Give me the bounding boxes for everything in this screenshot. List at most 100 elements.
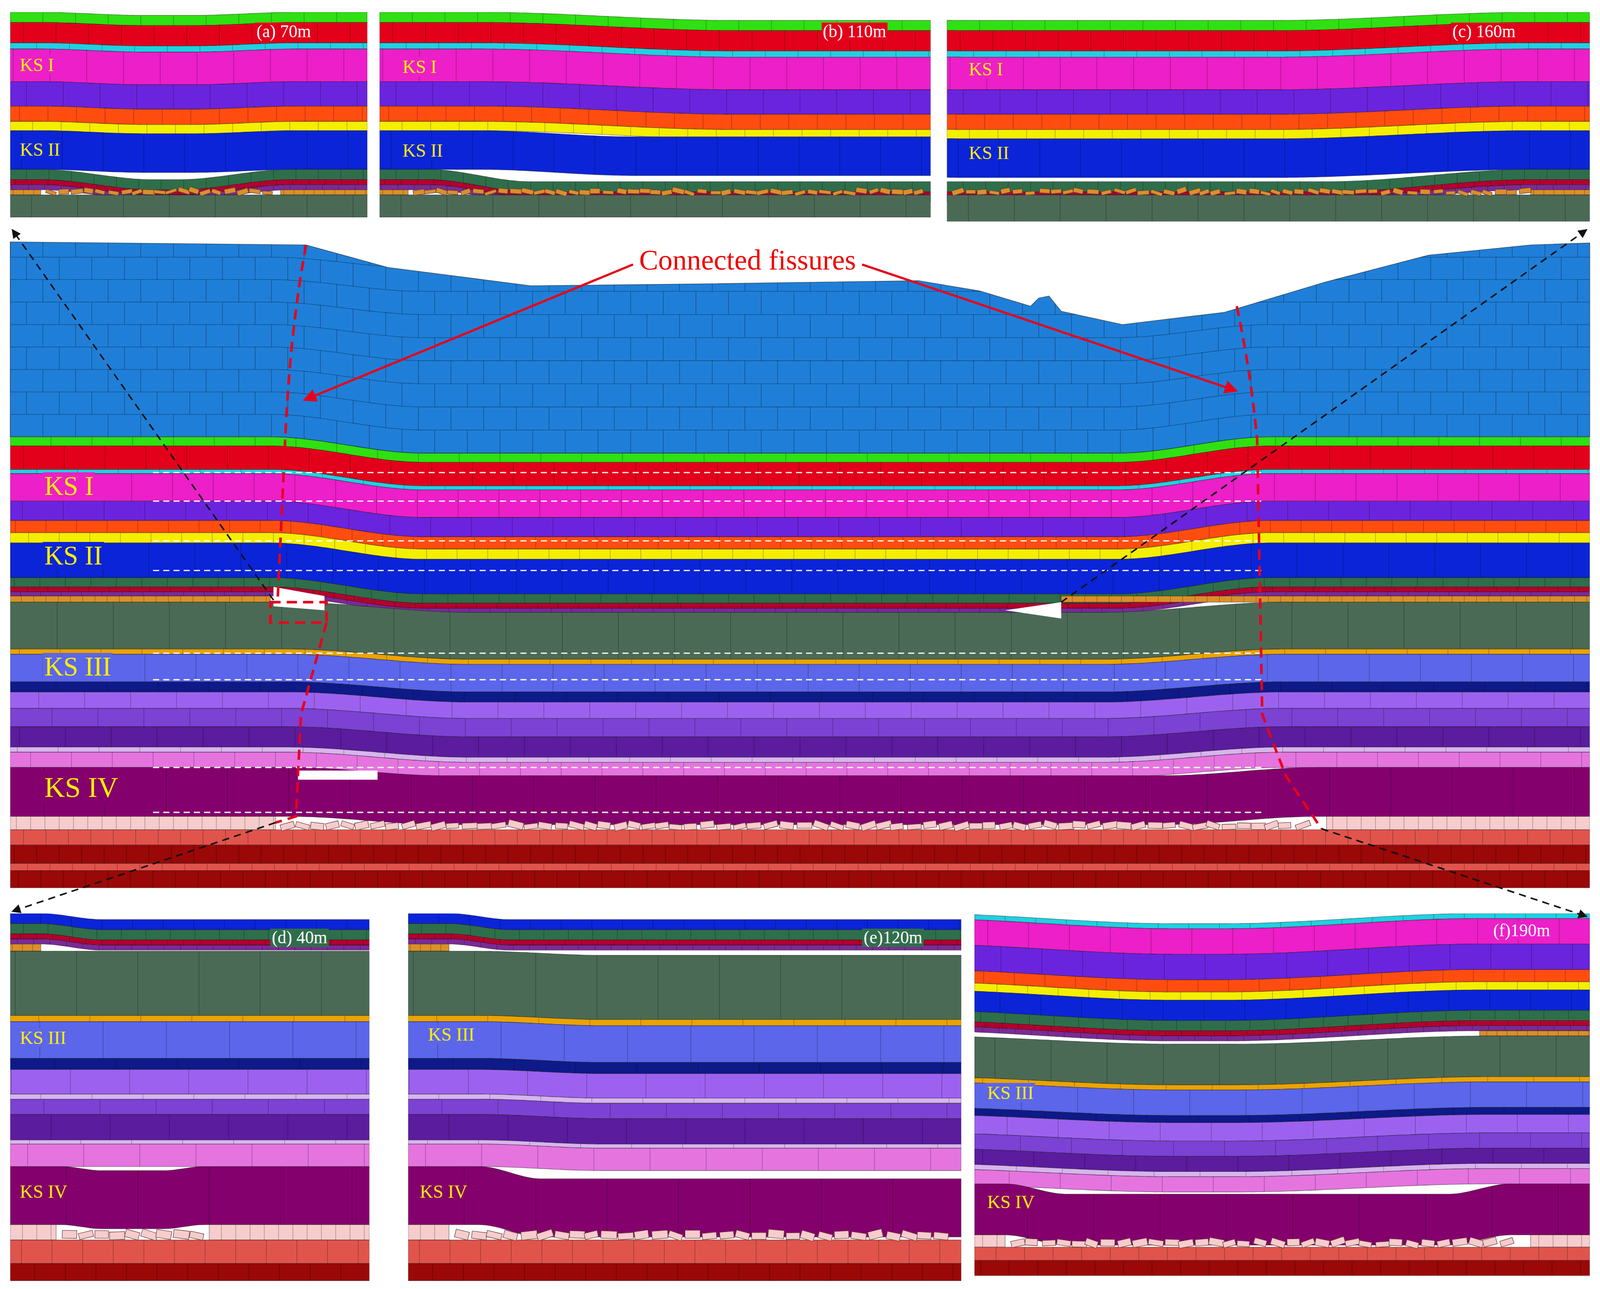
strata-graphic	[10, 279, 1591, 292]
block-joint	[562, 612, 563, 660]
block-joint	[1366, 595, 1367, 602]
block-joint	[1416, 691, 1417, 709]
strata-graphic	[58, 347, 60, 370]
block-joint	[960, 664, 962, 692]
block-joint	[99, 83, 101, 109]
block-joint	[424, 559, 425, 595]
strata-graphic	[75, 234, 76, 258]
block-joint	[180, 829, 181, 846]
block-joint	[1367, 591, 1368, 596]
block-joint	[874, 757, 875, 763]
block-joint	[1493, 577, 1495, 587]
block-joint	[232, 45, 233, 52]
block-joint	[999, 608, 1001, 613]
strata-graphic	[1267, 257, 1268, 280]
block-joint	[883, 559, 884, 595]
block-joint	[771, 485, 772, 491]
block-joint	[152, 870, 154, 888]
block-joint	[575, 844, 576, 864]
block-joint	[934, 485, 935, 491]
block-joint	[449, 611, 451, 659]
block-joint	[1570, 577, 1571, 587]
block-joint	[1450, 500, 1452, 521]
block-joint	[983, 594, 984, 604]
strata-graphic	[320, 350, 321, 373]
block-joint	[118, 469, 119, 474]
block-joint	[101, 591, 103, 596]
block-joint	[85, 870, 87, 888]
block-joint	[1108, 602, 1110, 609]
caved-block	[568, 820, 586, 831]
block-joint	[397, 758, 399, 775]
strata-graphic	[140, 234, 142, 258]
block-joint	[283, 844, 285, 864]
block-joint	[295, 437, 297, 448]
block-joint	[101, 44, 103, 51]
block-joint	[911, 844, 913, 864]
block-joint	[272, 586, 273, 592]
block-joint	[1275, 436, 1276, 447]
block-joint	[332, 548, 333, 584]
block-joint	[1029, 736, 1030, 757]
block-joint	[466, 757, 467, 763]
block-joint	[902, 536, 904, 549]
block-joint	[84, 691, 86, 709]
block-joint	[741, 602, 743, 609]
block-joint	[1572, 601, 1573, 650]
strata-graphic	[26, 257, 27, 280]
strata-graphic	[1005, 314, 1007, 338]
block-joint	[208, 681, 210, 692]
block-joint	[651, 594, 653, 604]
block-joint	[1342, 469, 1344, 474]
block-joint	[144, 816, 146, 830]
strata-graphic	[548, 360, 550, 384]
strata-graphic	[205, 369, 207, 392]
block-joint	[1392, 520, 1394, 533]
block-joint	[919, 517, 921, 537]
block-joint	[180, 595, 181, 602]
block-joint	[63, 445, 65, 470]
block-joint	[1014, 863, 1016, 871]
block-joint	[1304, 595, 1306, 602]
block-joint	[1451, 767, 1453, 816]
block-joint	[524, 736, 525, 757]
strata-graphic	[515, 268, 517, 292]
block-joint	[507, 844, 509, 864]
block-joint	[835, 658, 836, 665]
block-joint	[1161, 545, 1162, 556]
block-joint	[223, 649, 224, 655]
strata-graphic	[663, 337, 664, 361]
block-joint	[506, 612, 507, 660]
strata-graphic	[679, 314, 680, 338]
rock-layer	[10, 767, 1591, 824]
block-joint	[1231, 589, 1232, 595]
strata-graphic	[1218, 282, 1219, 306]
block-joint	[1437, 829, 1438, 846]
block-joint	[1390, 767, 1392, 816]
block-joint	[205, 178, 207, 189]
block-joint	[1024, 844, 1025, 864]
block-joint	[1099, 548, 1101, 560]
block-joint	[832, 718, 833, 737]
block-joint	[961, 462, 963, 486]
block-joint	[176, 691, 177, 709]
block-joint	[76, 106, 77, 123]
block-joint	[76, 520, 77, 533]
strata-graphic	[1218, 418, 1219, 442]
block-joint	[1342, 870, 1344, 888]
caved-block	[325, 820, 340, 831]
block-joint	[1037, 757, 1038, 763]
block-joint	[1179, 479, 1181, 484]
block-joint	[694, 718, 696, 737]
block-joint	[1432, 870, 1434, 888]
block-joint	[1075, 736, 1076, 757]
block-joint	[98, 746, 100, 753]
block-joint	[269, 49, 271, 82]
block-joint	[19, 649, 20, 655]
block-joint	[471, 517, 472, 537]
strata-graphic	[320, 260, 321, 283]
block-joint	[578, 602, 579, 609]
block-joint	[1037, 863, 1038, 871]
block-joint	[359, 695, 361, 713]
block-joint	[1479, 436, 1480, 447]
